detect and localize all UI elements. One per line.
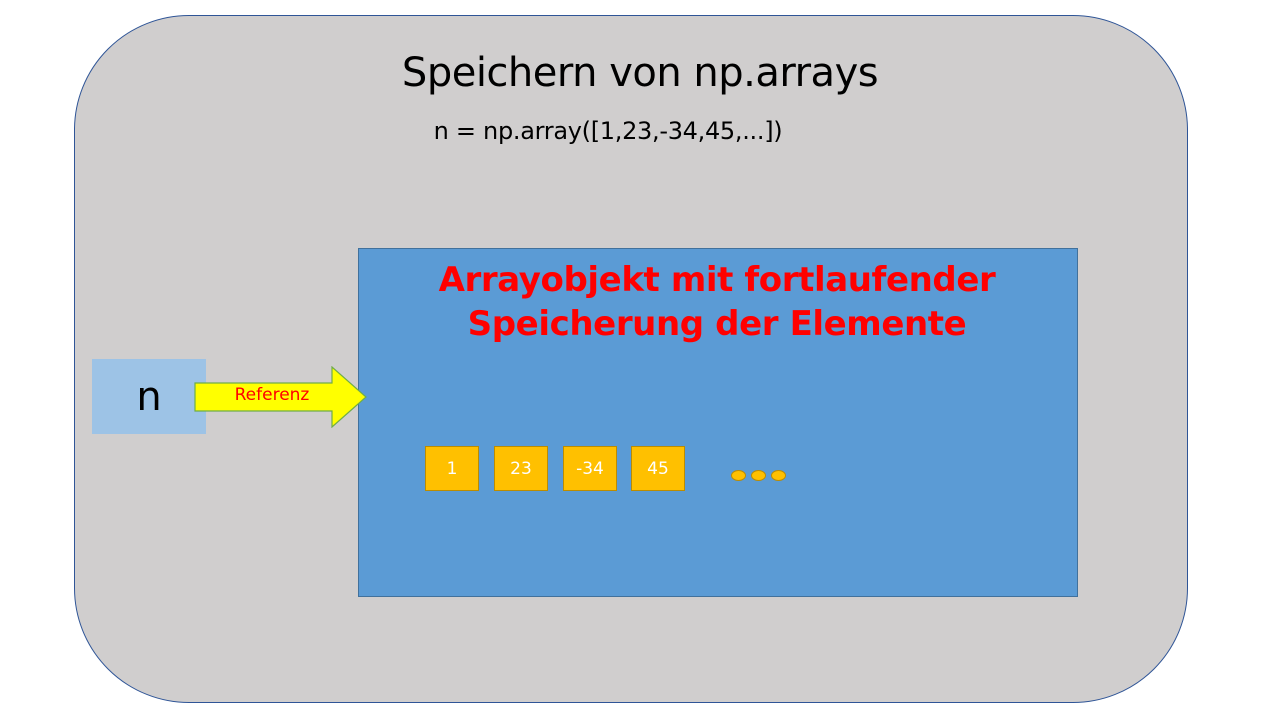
array-element-cell: 45 [631, 446, 685, 491]
array-heading-line-1: Arrayobjekt mit fortlaufender [438, 260, 996, 300]
array-element-cell: 1 [425, 446, 479, 491]
reference-label: Referenz [234, 385, 310, 405]
array-element-cell: 23 [494, 446, 548, 491]
ellipsis-dot [731, 470, 746, 481]
code-line: n = np.array([1,23,-34,45,...]) [433, 117, 783, 145]
array-object-heading: Arrayobjekt mit fortlaufender Speicherun… [0, 258, 1280, 346]
slide-title: Speichern von np.arrays [401, 50, 879, 96]
ellipsis-dot [771, 470, 786, 481]
array-object-box [358, 248, 1078, 597]
reference-arrow [194, 366, 367, 428]
array-element-cell: -34 [563, 446, 617, 491]
variable-name: n [136, 373, 162, 420]
ellipsis-dot [751, 470, 766, 481]
array-heading-line-2: Speicherung der Elemente [467, 304, 967, 344]
variable-box: n [92, 359, 206, 434]
